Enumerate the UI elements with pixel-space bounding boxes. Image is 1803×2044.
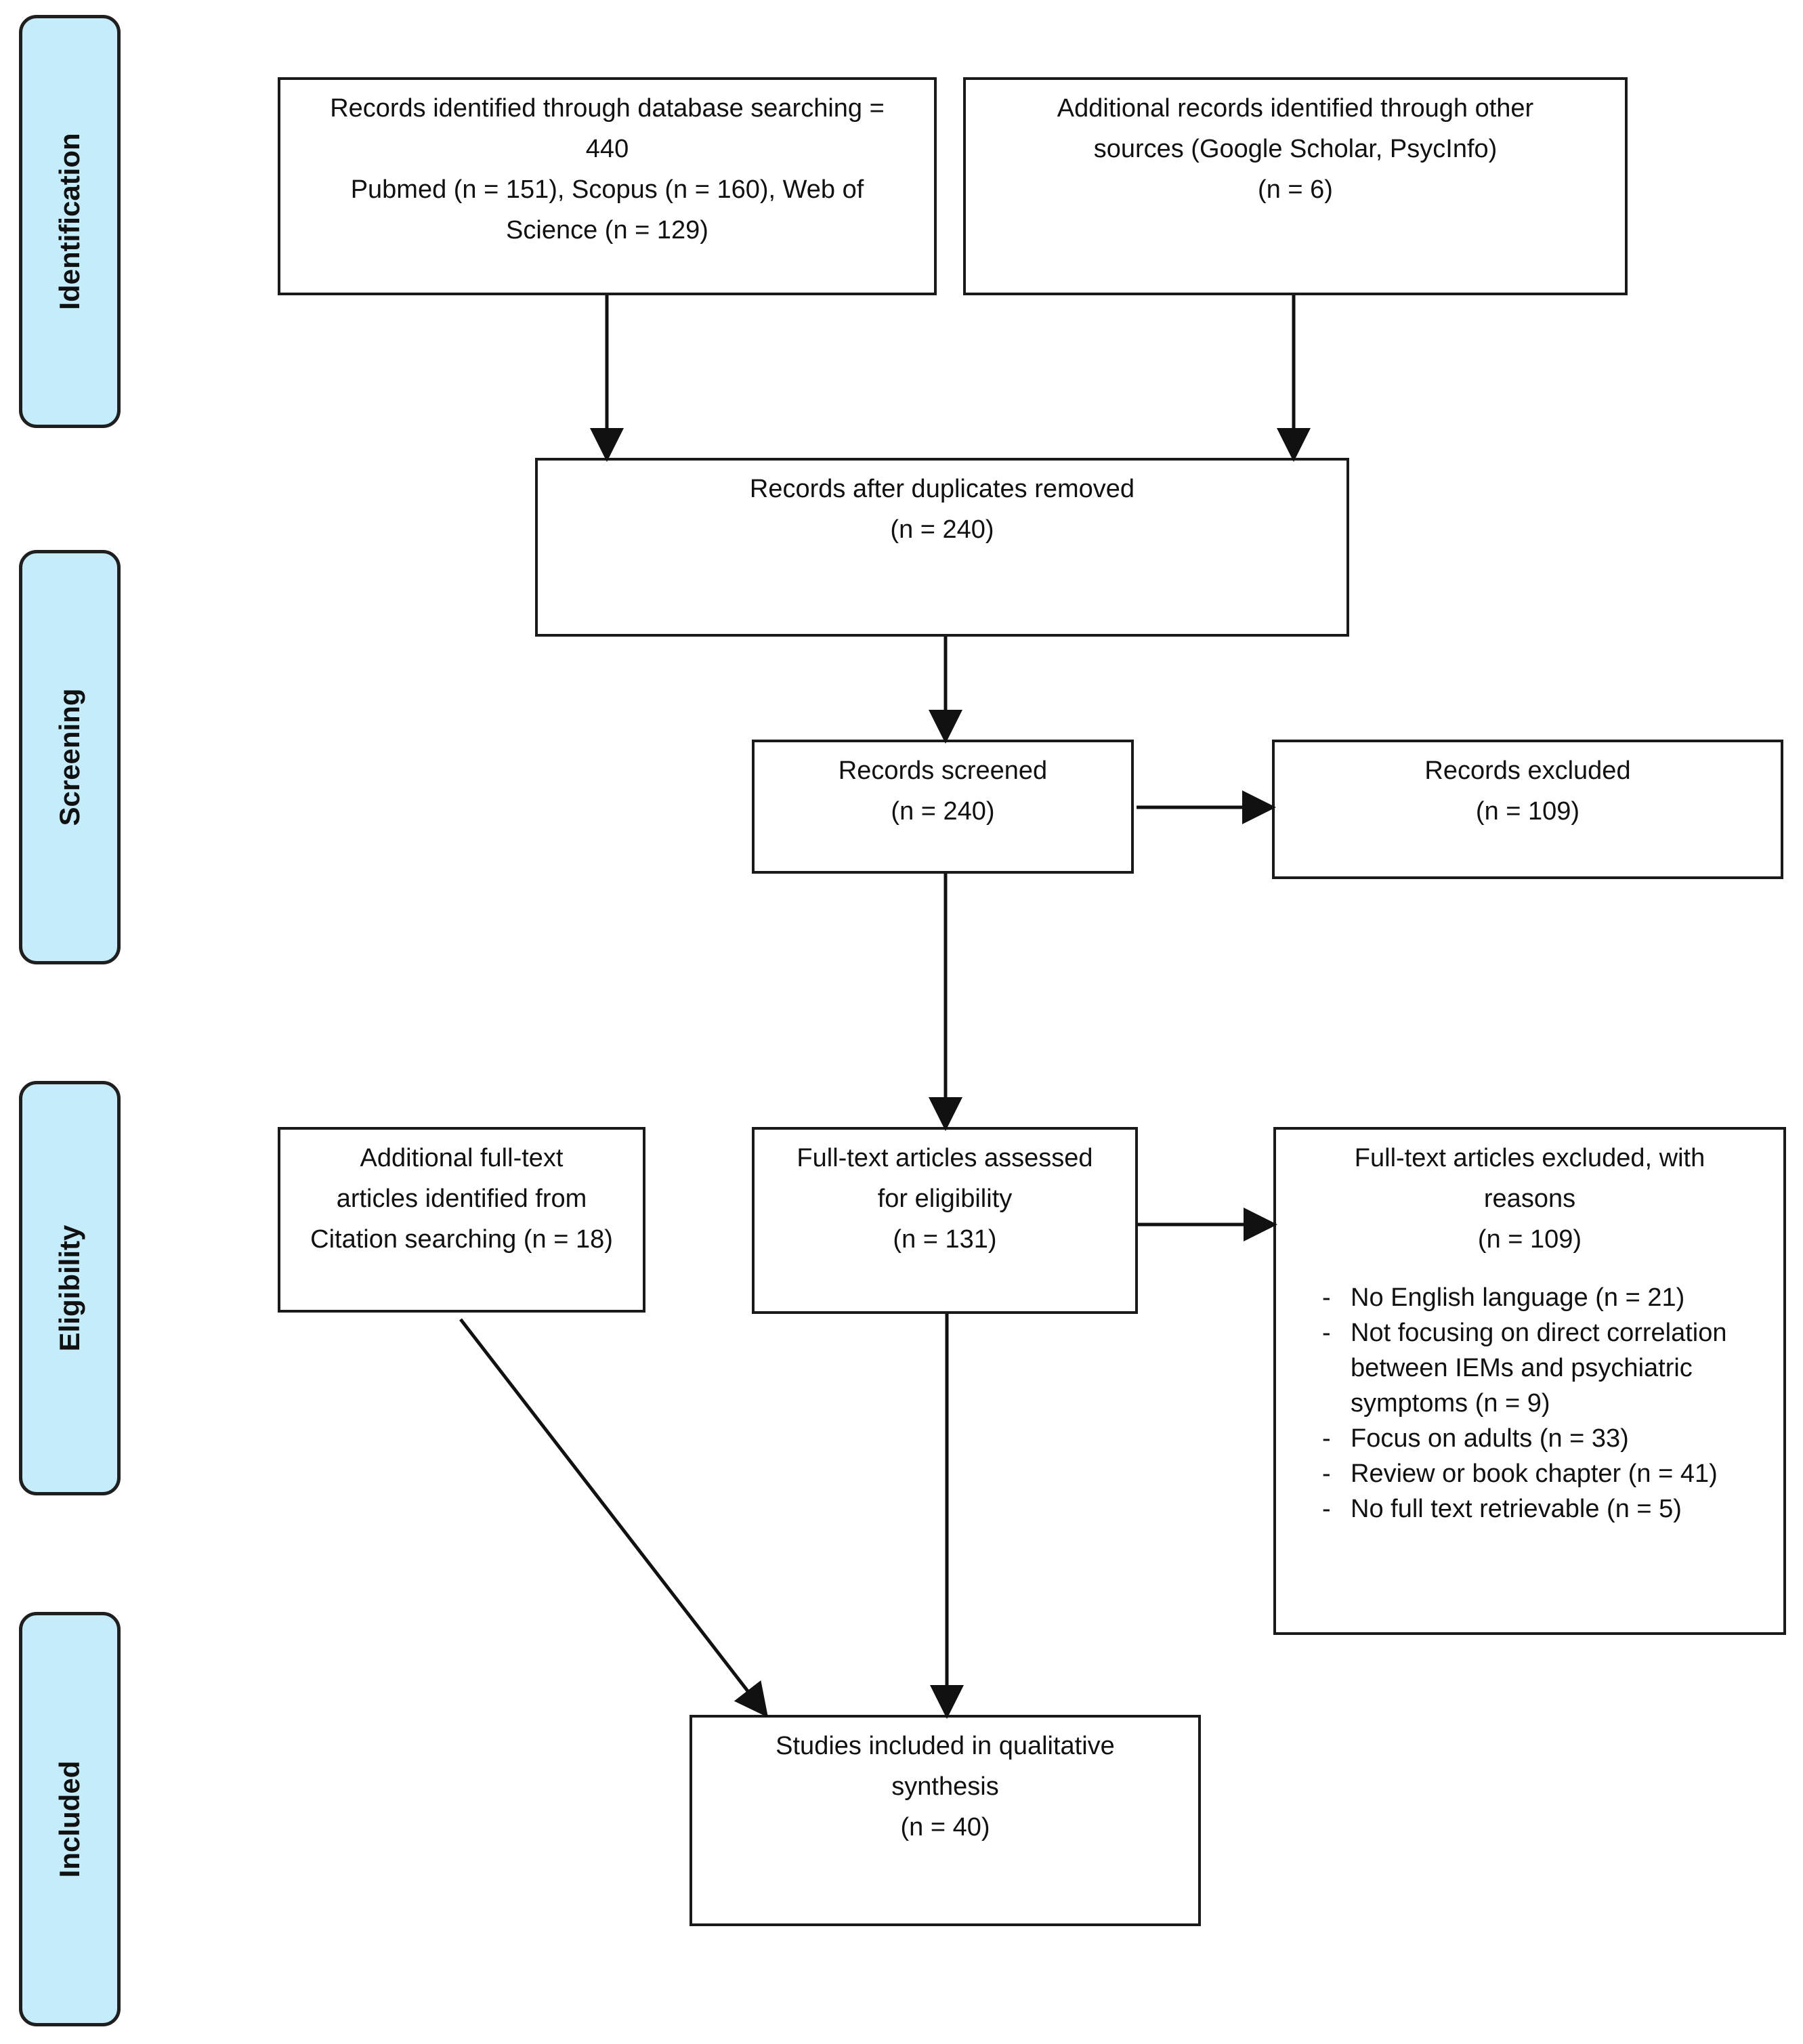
full-text-assessed-line-1: Full-text articles assessed <box>797 1144 1093 1172</box>
database-records-line-2: 440 <box>585 135 629 163</box>
included-studies-box: Studies included in qualitative synthesi… <box>690 1715 1201 1926</box>
arrow-citation-to-included <box>459 1318 769 1718</box>
exclusion-reasons-list: No English language (n = 21) Not focusin… <box>1296 1280 1763 1527</box>
records-excluded-line-2: (n = 109) <box>1475 797 1580 826</box>
exclusion-reason-item: Focus on adults (n = 33) <box>1322 1421 1763 1456</box>
database-records-line-4: Science (n = 129) <box>506 216 708 244</box>
included-studies-line-2: synthesis <box>891 1772 999 1801</box>
full-text-assessed-line-3: (n = 131) <box>893 1225 997 1254</box>
other-sources-box: Additional records identified through ot… <box>963 77 1628 295</box>
database-records-line-1: Records identified through database sear… <box>330 94 885 123</box>
citation-search-line-2: articles identified from <box>336 1185 587 1213</box>
phase-included: Included <box>19 1612 121 2026</box>
full-text-excluded-line-1: Full-text articles excluded, with <box>1354 1144 1705 1172</box>
citation-search-line-1: Additional full-text <box>360 1144 564 1172</box>
duplicates-removed-box: Records after duplicates removed (n = 24… <box>535 458 1349 637</box>
phase-identification: Identification <box>19 15 121 428</box>
full-text-excluded-line-3: (n = 109) <box>1477 1225 1582 1254</box>
citation-search-box: Additional full-text articles identified… <box>278 1127 645 1313</box>
duplicates-removed-line-2: (n = 240) <box>890 515 994 544</box>
other-sources-line-3: (n = 6) <box>1258 175 1333 204</box>
duplicates-removed-line-1: Records after duplicates removed <box>749 475 1135 503</box>
full-text-excluded-box: Full-text articles excluded, with reason… <box>1273 1127 1786 1635</box>
citation-search-line-3: Citation searching (n = 18) <box>310 1225 613 1254</box>
other-sources-line-2: sources (Google Scholar, PsycInfo) <box>1093 135 1498 163</box>
exclusion-reason-item: No English language (n = 21) <box>1322 1280 1763 1315</box>
included-studies-line-1: Studies included in qualitative <box>776 1732 1115 1760</box>
exclusion-reason-item: Review or book chapter (n = 41) <box>1322 1456 1763 1491</box>
records-screened-box: Records screened (n = 240) <box>752 740 1134 874</box>
records-excluded-line-1: Records excluded <box>1424 757 1631 785</box>
full-text-assessed-line-2: for eligibility <box>877 1185 1013 1213</box>
records-screened-line-2: (n = 240) <box>891 797 995 826</box>
phase-screening: Screening <box>19 550 121 964</box>
full-text-excluded-line-2: reasons <box>1483 1185 1576 1213</box>
records-excluded-box: Records excluded (n = 109) <box>1272 740 1783 879</box>
other-sources-line-1: Additional records identified through ot… <box>1057 94 1534 123</box>
full-text-assessed-box: Full-text articles assessed for eligibil… <box>752 1127 1138 1314</box>
exclusion-reason-item: Not focusing on direct correlation betwe… <box>1322 1315 1763 1421</box>
phase-eligibility: Eligibility <box>19 1081 121 1495</box>
included-studies-line-3: (n = 40) <box>900 1813 990 1841</box>
database-records-line-3: Pubmed (n = 151), Scopus (n = 160), Web … <box>350 175 864 204</box>
records-screened-line-1: Records screened <box>838 757 1048 785</box>
database-records-box: Records identified through database sear… <box>278 77 937 295</box>
exclusion-reason-item: No full text retrievable (n = 5) <box>1322 1491 1763 1527</box>
